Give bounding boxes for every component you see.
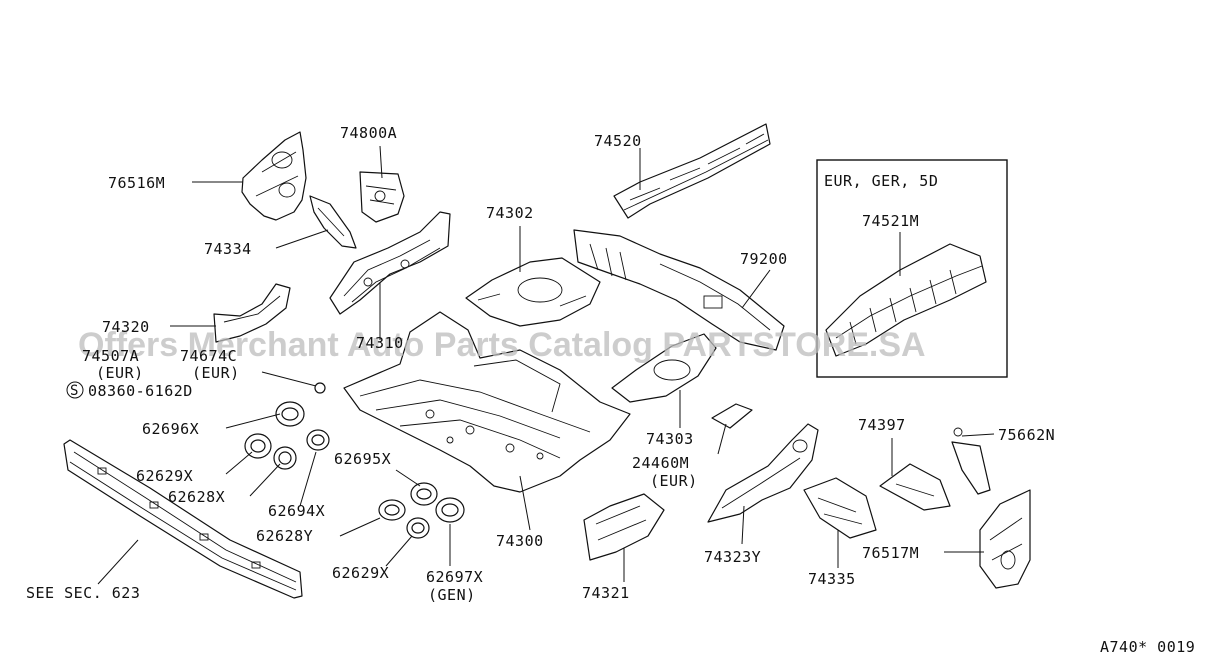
grommet-62694X [306,429,330,451]
inset-title: EUR, GER, 5D [824,172,938,190]
label-74320: 74320 [102,318,150,336]
label-74674C: 74674C [180,347,237,365]
grommets-group [244,382,465,539]
part-74334-drawing [309,195,357,249]
label-see-sec-623: SEE SEC. 623 [26,584,140,602]
bolt-icon [314,382,326,394]
part-76516M-drawing [241,131,307,221]
label-62694X: 62694X [268,502,325,520]
grommet-62628X [273,446,297,470]
label-75662N: 75662N [998,426,1055,444]
label-74335: 74335 [808,570,856,588]
grommet-62629X [244,433,272,459]
label-gen: (GEN) [428,586,476,604]
part-74397-drawing [879,463,951,511]
part-74320-drawing [213,283,291,343]
label-74303: 74303 [646,430,694,448]
grommet-62696X [275,401,305,427]
label-74520: 74520 [594,132,642,150]
standard-part-symbol: S [66,381,84,399]
label-74310: 74310 [356,334,404,352]
label-62629X: 62629X [136,467,193,485]
label-76517M: 76517M [862,544,919,562]
label-bolt-08360-6162D: 08360-6162D [88,382,193,400]
label-24460M: 24460M [632,454,689,472]
part-74300-drawing [343,311,631,493]
svg-text:S: S [70,383,79,399]
part-bumper-reinforcement-drawing [63,439,303,599]
label-62629X-b: 62629X [332,564,389,582]
part-74302-drawing [465,257,601,327]
part-75662N-drawing [951,427,991,495]
label-79200: 79200 [740,250,788,268]
part-74321-drawing [583,493,665,561]
label-eur-3: (EUR) [650,472,698,490]
watermark-text: Offers Merchant Auto Parts Catalog PARTS… [78,326,926,364]
label-74321: 74321 [582,584,630,602]
grommet-62629X-b [406,517,430,539]
part-79200-drawing [573,229,785,351]
part-74335-drawing [803,477,877,539]
part-76517M-drawing [979,489,1031,589]
part-74800A-drawing [359,171,405,223]
label-74300: 74300 [496,532,544,550]
part-24460M-drawing [711,403,753,429]
part-74520-drawing [613,123,771,219]
part-74323Y-drawing [707,423,819,523]
label-62697X: 62697X [426,568,483,586]
label-74521M: 74521M [862,212,919,230]
label-62695X: 62695X [334,450,391,468]
label-diagram-code: A740* 0019 [1100,638,1195,656]
label-74302: 74302 [486,204,534,222]
label-eur-1: (EUR) [96,364,144,382]
label-74800A: 74800A [340,124,397,142]
label-eur-2: (EUR) [192,364,240,382]
part-labels: 76516M 74800A 74520 74334 74302 79200 74… [26,124,1195,656]
label-74334: 74334 [204,240,252,258]
grommet-62695X [410,482,438,506]
grommet-62628Y [378,499,406,521]
label-62696X: 62696X [142,420,199,438]
inset-panel [816,159,1008,378]
leader-lines [97,145,995,585]
part-74310-drawing [329,211,451,315]
label-74397: 74397 [858,416,906,434]
label-74507A: 74507A [82,347,139,365]
label-62628X: 62628X [168,488,225,506]
grommet-62697X [435,497,465,523]
label-74323Y: 74323Y [704,548,761,566]
label-62628Y: 62628Y [256,527,313,545]
part-74303-drawing [611,333,717,403]
label-76516M: 76516M [108,174,165,192]
